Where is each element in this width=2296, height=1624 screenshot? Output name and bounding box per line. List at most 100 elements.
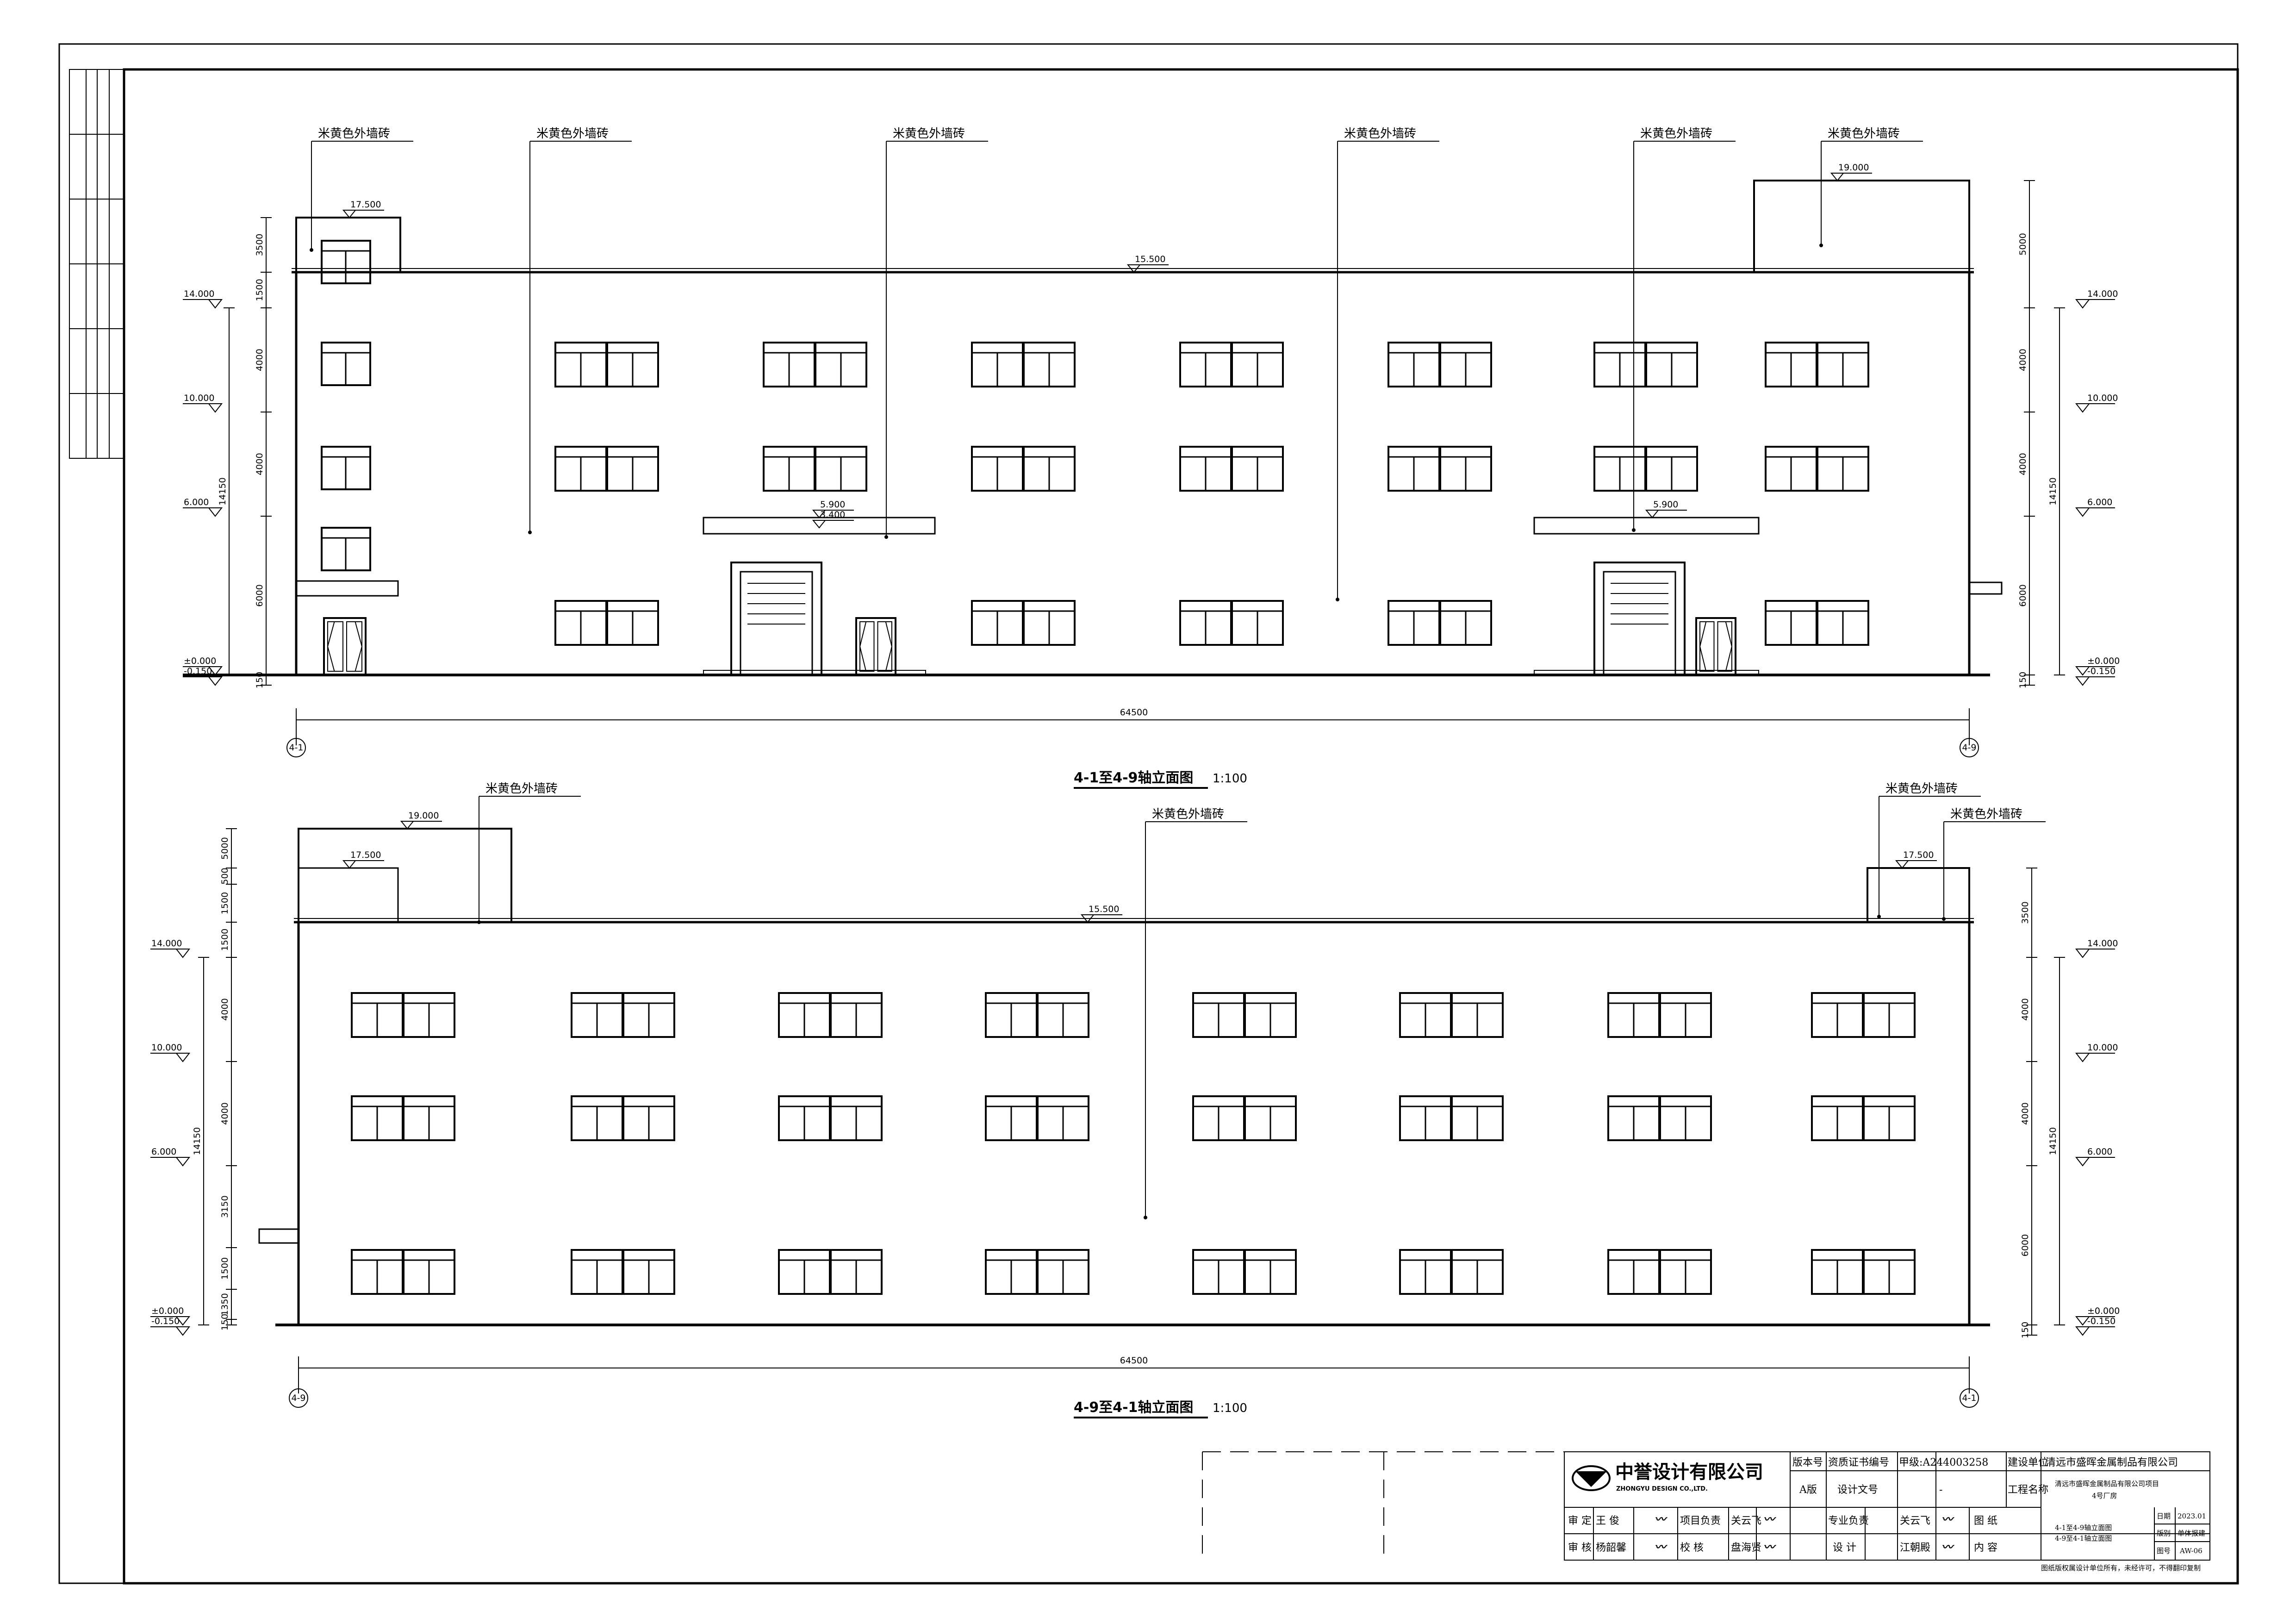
level-value: 10.000 — [2087, 393, 2118, 403]
level-value: 6.000 — [151, 1147, 176, 1157]
dim-value: 14150 — [192, 1127, 202, 1155]
drawing-line1: 4-1至4-9轴立面图 — [2055, 1524, 2112, 1532]
elevation-title-2: 4-9至4-1轴立面图 — [1074, 1399, 1193, 1416]
elevation-rear: 米黄色外墙砖米黄色外墙砖米黄色外墙砖米黄色外墙砖19.00017.50015.5… — [150, 782, 2120, 1408]
date-value: 2023.01 — [2178, 1512, 2206, 1520]
level-value: ±0.000 — [151, 1306, 184, 1316]
binding-strip — [69, 69, 124, 459]
dim-value: 1500 — [220, 892, 230, 914]
dim-value: 150 — [2018, 672, 2028, 688]
elevation-value: 5.900 — [820, 500, 845, 510]
leader-dot — [477, 920, 481, 924]
level-value: 14.000 — [184, 289, 214, 299]
leader-dot — [884, 535, 888, 539]
signature-check: 〰 — [1763, 1541, 1776, 1554]
dim-value: 1500 — [220, 1257, 230, 1280]
dim-value: 5000 — [220, 837, 230, 859]
door-swing — [355, 646, 362, 672]
cert-value: 甲级:A244003258 — [1899, 1457, 1988, 1468]
level-value: 6.000 — [2087, 497, 2112, 507]
copyright-note: 图纸版权属设计单位所有，未经许可，不得翻印复制 — [2041, 1564, 2201, 1572]
no-label: 图号 — [2157, 1547, 2171, 1555]
material-label: 米黄色外墙砖 — [1640, 127, 1712, 141]
level-value: 14.000 — [2087, 938, 2118, 949]
door-swing — [859, 621, 867, 647]
drawing-line2: 4-9至4-1轴立面图 — [2055, 1534, 2112, 1543]
material-label: 米黄色外墙砖 — [536, 127, 609, 141]
canopy — [1533, 517, 1760, 535]
leader-dot — [1942, 917, 1946, 921]
level-value: 6.000 — [2087, 1147, 2112, 1157]
step — [703, 670, 926, 675]
no-value: AW-06 — [2179, 1547, 2203, 1555]
signature-pm: 〰 — [1763, 1513, 1776, 1526]
level-value: 10.000 — [151, 1043, 182, 1053]
stage-value: 单体报建 — [2178, 1529, 2205, 1537]
inner-frame — [123, 68, 2239, 1585]
leader-dot — [1819, 244, 1823, 247]
elevation-scale-2: 1:100 — [1213, 1401, 1247, 1415]
elevation-scale-1: 1:100 — [1213, 772, 1247, 786]
content-label: 内 容 — [1974, 1542, 1997, 1554]
door-swing — [327, 646, 335, 672]
door-swing — [1699, 621, 1707, 647]
door-swing — [859, 646, 867, 672]
canopy-left — [258, 1228, 299, 1244]
overall-dim-value: 64500 — [1120, 707, 1148, 718]
material-label: 米黄色外墙砖 — [485, 782, 558, 796]
elevation-value: 19.000 — [408, 811, 439, 821]
level-value: 10.000 — [184, 393, 214, 403]
dim-value: 4000 — [2018, 349, 2028, 371]
level-value: -0.150 — [184, 666, 212, 676]
version-value: A版 — [1799, 1484, 1817, 1496]
level-value: 14.000 — [2087, 289, 2118, 299]
cert-label: 资质证书编号 — [1828, 1457, 1889, 1468]
level-value: -0.150 — [151, 1316, 180, 1326]
stair-tower — [298, 867, 399, 923]
approve-name: 王 俊 — [1596, 1515, 1619, 1527]
material-label: 米黄色外墙砖 — [1950, 807, 2022, 821]
axis-bubble — [1960, 738, 1979, 757]
elevation-value: 17.500 — [350, 850, 381, 860]
check-label: 校 核 — [1680, 1542, 1704, 1554]
level-value: ±0.000 — [184, 656, 216, 666]
axis-bubble — [1960, 1388, 1979, 1408]
axis-label: 4-1 — [1962, 1393, 1976, 1403]
canopy-left — [295, 580, 399, 597]
door — [323, 617, 367, 676]
dim-value: 14150 — [218, 477, 228, 505]
dim-value: 150 — [220, 1314, 230, 1330]
axis-bubble — [289, 1388, 308, 1408]
company-name: 中誉设计有限公司 — [1615, 1462, 1763, 1483]
signature-design: 〰 — [1941, 1541, 1954, 1554]
material-label: 米黄色外墙砖 — [893, 127, 965, 141]
stair-tower — [1867, 867, 1970, 923]
dim-value: 14150 — [2048, 1127, 2058, 1155]
dim-value: 5000 — [2018, 233, 2028, 255]
leader-dot — [310, 248, 313, 252]
date-label: 日期 — [2157, 1512, 2171, 1520]
dim-value: 150 — [2020, 1322, 2030, 1338]
leader-dot — [528, 531, 532, 534]
elevation-value: 5.900 — [1653, 500, 1678, 510]
elevation-value: 15.500 — [1089, 904, 1119, 914]
step — [1534, 670, 1759, 675]
pm-name: 关云飞 — [1731, 1515, 1761, 1527]
title-block: 中誉设计有限公司 ZHONGYU DESIGN CO.,LTD. 版本号 资质证… — [1202, 1451, 2210, 1572]
dim-value: 14150 — [2048, 477, 2058, 505]
dim-value: 4000 — [2020, 1102, 2030, 1124]
dim-value: 3500 — [255, 234, 265, 256]
material-label: 米黄色外墙砖 — [1344, 127, 1416, 141]
check-name: 盘海贤 — [1731, 1542, 1761, 1554]
door-swing — [885, 646, 892, 672]
roof-tower — [1753, 180, 1970, 273]
material-label: 米黄色外墙砖 — [318, 127, 390, 141]
leader-dot — [1144, 1216, 1147, 1219]
dim-value: 4000 — [220, 1102, 230, 1124]
design-label: 设 计 — [1833, 1542, 1856, 1554]
doc-label: 设计文号 — [1837, 1484, 1878, 1496]
level-value: ±0.000 — [2087, 656, 2120, 666]
dim-value: 6000 — [255, 584, 265, 606]
level-value: -0.150 — [2087, 1316, 2116, 1326]
